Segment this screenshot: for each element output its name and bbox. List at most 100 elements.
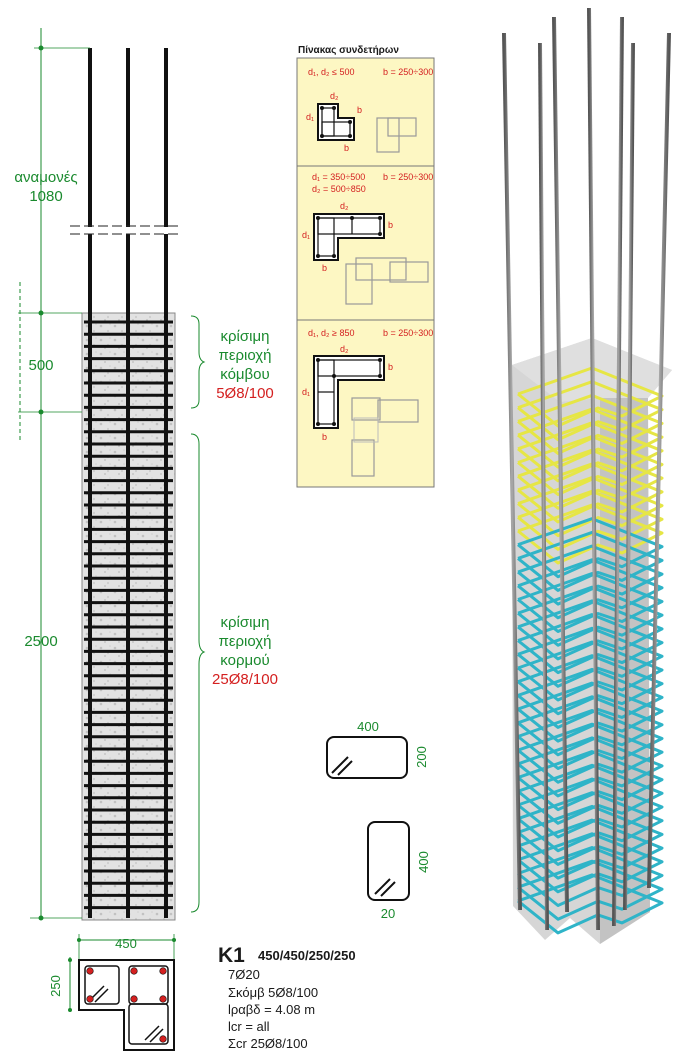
3d-longitudinal-bar bbox=[538, 42, 549, 931]
cross-section: 450 250 bbox=[48, 934, 176, 1051]
3d-stirrup bbox=[517, 722, 664, 784]
rebar bbox=[159, 967, 167, 975]
3d-stirrup bbox=[517, 681, 664, 743]
rebar bbox=[86, 995, 94, 1003]
body-zone-title-3: κορμού bbox=[220, 652, 269, 669]
row-b-range: b = 250÷300 bbox=[383, 67, 433, 77]
svg-text:d₁: d₁ bbox=[302, 230, 310, 240]
svg-text:b: b bbox=[322, 263, 327, 273]
rebar bbox=[159, 1035, 167, 1043]
svg-text:d₂: d₂ bbox=[340, 344, 349, 354]
svg-text:b: b bbox=[357, 105, 362, 115]
section-leg-label: 250 bbox=[48, 975, 63, 997]
rebar bbox=[130, 967, 138, 975]
row-condition: d₂ = 500÷850 bbox=[312, 184, 366, 194]
3d-stirrup bbox=[517, 640, 664, 702]
dimension-tick bbox=[38, 310, 44, 316]
stirrup-height-label: 200 bbox=[414, 746, 429, 768]
stirrup-detail-vertical: 400 20 bbox=[367, 821, 431, 921]
stirrup-table: Πίνακας συνδετήρων d₁, d₂ ≤ 500 b = 250÷… bbox=[296, 45, 435, 488]
column-lcr: lcr = all bbox=[228, 1019, 270, 1034]
3d-stirrup bbox=[517, 695, 664, 757]
table-row: d₁ = 350÷500 d₂ = 500÷850 b = 250÷300 d₂… bbox=[302, 172, 433, 305]
3d-stirrup bbox=[517, 818, 664, 880]
row-condition: d₁ = 350÷500 bbox=[312, 172, 365, 182]
stirrup-shape bbox=[313, 213, 385, 261]
break-gap bbox=[70, 227, 182, 234]
3d-longitudinal-bar bbox=[612, 16, 624, 927]
node-zone-title-1: κρίσιμη bbox=[221, 328, 270, 345]
rebar bbox=[86, 967, 94, 975]
stirrup-hook bbox=[337, 760, 353, 776]
section-outline bbox=[78, 959, 175, 1051]
starter-bars-label: αναμονές bbox=[14, 169, 77, 186]
row-condition: d₁, d₂ ≤ 500 bbox=[308, 67, 355, 77]
3d-stirrup bbox=[517, 832, 664, 894]
column-info: K1 450/450/250/250 7Ø20 Σκόμβ 5Ø8/100 lρ… bbox=[218, 944, 356, 1051]
column-dimensions: 450/450/250/250 bbox=[258, 948, 356, 963]
stirrup-set bbox=[84, 320, 173, 910]
column-node-stirrups: Σκόμβ 5Ø8/100 bbox=[228, 985, 318, 1000]
svg-text:d₂: d₂ bbox=[340, 201, 349, 211]
svg-text:b: b bbox=[322, 432, 327, 442]
node-zone-dimension: 500 bbox=[28, 357, 53, 374]
3d-stirrup bbox=[517, 750, 664, 812]
3d-longitudinal-bar bbox=[552, 16, 569, 913]
stirrup-hook bbox=[374, 878, 391, 895]
svg-text:d₁: d₁ bbox=[306, 112, 314, 122]
node-zone-title-3: κόμβου bbox=[220, 366, 269, 383]
section-width-label: 450 bbox=[115, 936, 137, 951]
3d-stirrup bbox=[517, 585, 664, 647]
row-condition: d₁, d₂ ≥ 850 bbox=[308, 328, 355, 338]
dimension-tick bbox=[38, 915, 44, 921]
3d-stirrup bbox=[517, 544, 664, 606]
dimension-tick bbox=[38, 409, 44, 415]
3d-stirrup bbox=[517, 763, 664, 825]
stirrup-detail-horizontal: 400 200 bbox=[326, 719, 429, 779]
3d-longitudinal-bar bbox=[647, 32, 671, 889]
stirrup-height-label: 400 bbox=[416, 851, 431, 873]
3d-stirrup bbox=[517, 599, 664, 661]
column-bars: 7Ø20 bbox=[228, 967, 260, 982]
stirrup-hook bbox=[380, 881, 396, 897]
svg-text:b: b bbox=[388, 362, 393, 372]
rebar bbox=[159, 995, 167, 1003]
table-row: d₁, d₂ ≥ 850 b = 250÷300 d₂ d₁ b b bbox=[302, 328, 433, 477]
body-zone-title-2: περιοχή bbox=[218, 633, 271, 650]
stirrup-shape bbox=[313, 355, 385, 429]
3d-concrete-side bbox=[600, 398, 650, 944]
node-zone-brace bbox=[190, 315, 206, 409]
3d-longitudinal-bar bbox=[587, 7, 600, 931]
stirrup-hook bbox=[331, 756, 349, 774]
stirrup-width-label: 400 bbox=[357, 719, 379, 734]
starter-bars-length: 1080 bbox=[29, 188, 62, 205]
node-zone-stirrups: 5Ø8/100 bbox=[216, 385, 274, 402]
3d-stirrup bbox=[517, 873, 664, 935]
table-title: Πίνακας συνδετήρων bbox=[298, 45, 399, 56]
stirrup-hook-label: 20 bbox=[381, 906, 395, 921]
3d-stirrup bbox=[517, 667, 664, 729]
body-zone-dimension: 2500 bbox=[24, 633, 57, 650]
3d-stirrup bbox=[517, 654, 664, 716]
3d-stirrup bbox=[517, 846, 664, 907]
row-b-range: b = 250÷300 bbox=[383, 172, 433, 182]
3d-stirrup bbox=[517, 626, 664, 688]
column-body-stirrups: Σcr 25Ø8/100 bbox=[228, 1036, 308, 1051]
row-b-range: b = 250÷300 bbox=[383, 328, 433, 338]
body-zone-stirrups: 25Ø8/100 bbox=[212, 671, 278, 688]
3d-stirrup bbox=[517, 558, 664, 620]
3d-stirrup bbox=[517, 791, 664, 853]
column-bar-length: lραβδ = 4.08 m bbox=[228, 1002, 315, 1017]
body-zone-brace bbox=[190, 433, 206, 913]
svg-text:b: b bbox=[388, 220, 393, 230]
3d-stirrup bbox=[517, 530, 664, 592]
dimension-tick bbox=[38, 45, 44, 51]
svg-text:d₂: d₂ bbox=[330, 91, 339, 101]
column-id: K1 bbox=[218, 944, 245, 967]
rebar bbox=[130, 995, 138, 1003]
3d-stirrup bbox=[517, 777, 664, 839]
3d-stirrup bbox=[517, 572, 664, 633]
table-row: d₁, d₂ ≤ 500 b = 250÷300 d₂ d₁ b b bbox=[306, 67, 433, 153]
column-3d-view bbox=[502, 7, 672, 944]
